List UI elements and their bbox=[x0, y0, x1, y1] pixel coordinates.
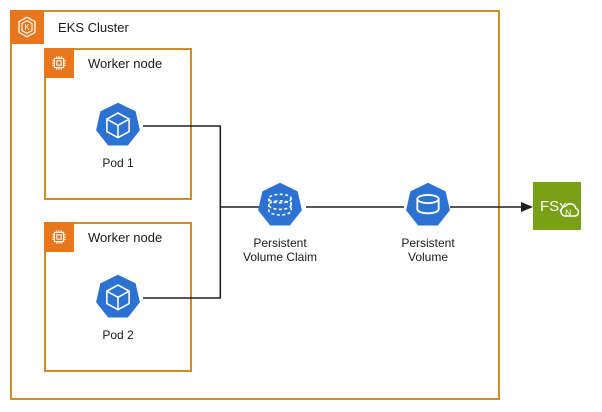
persistent-volume-icon bbox=[406, 182, 450, 226]
persistent-volume-claim-node: Persistent Volume Claim bbox=[220, 180, 340, 264]
eks-cluster-boundary bbox=[10, 10, 500, 400]
pod-label-1: Pod 1 bbox=[102, 156, 134, 170]
persistent-volume-node: Persistent Volume bbox=[368, 180, 488, 264]
fsx-netapp-letter: N bbox=[565, 208, 571, 218]
worker-node-boundary-2 bbox=[44, 222, 192, 372]
amazon-fsx-service-tile: FSx N bbox=[533, 182, 581, 230]
kubernetes-pod-icon bbox=[96, 274, 140, 318]
kubernetes-pod-icon bbox=[96, 102, 140, 146]
persistent-volume-label: Persistent Volume bbox=[401, 236, 455, 264]
amazon-fsx-netapp-ontap-icon: FSx N bbox=[540, 198, 579, 218]
worker-node-label-1: Worker node bbox=[88, 55, 163, 71]
persistent-volume-claim-icon bbox=[258, 182, 302, 226]
eks-cluster-label: EKS Cluster bbox=[58, 19, 129, 35]
pod-node-2: Pod 2 bbox=[58, 272, 178, 342]
pod-node-1: Pod 1 bbox=[58, 100, 178, 170]
eks-cluster-icon: K bbox=[10, 10, 44, 44]
worker-node-header-1: Worker node bbox=[44, 48, 162, 78]
pod-label-2: Pod 2 bbox=[102, 328, 134, 342]
worker-node-boundary-1 bbox=[44, 48, 192, 200]
worker-node-cpu-icon bbox=[44, 222, 74, 252]
worker-node-label-2: Worker node bbox=[88, 229, 163, 245]
worker-node-header-2: Worker node bbox=[44, 222, 162, 252]
eks-cluster-header: K EKS Cluster bbox=[10, 10, 129, 44]
worker-node-cpu-icon bbox=[44, 48, 74, 78]
persistent-volume-claim-label: Persistent Volume Claim bbox=[242, 236, 318, 264]
svg-text:K: K bbox=[24, 23, 30, 32]
